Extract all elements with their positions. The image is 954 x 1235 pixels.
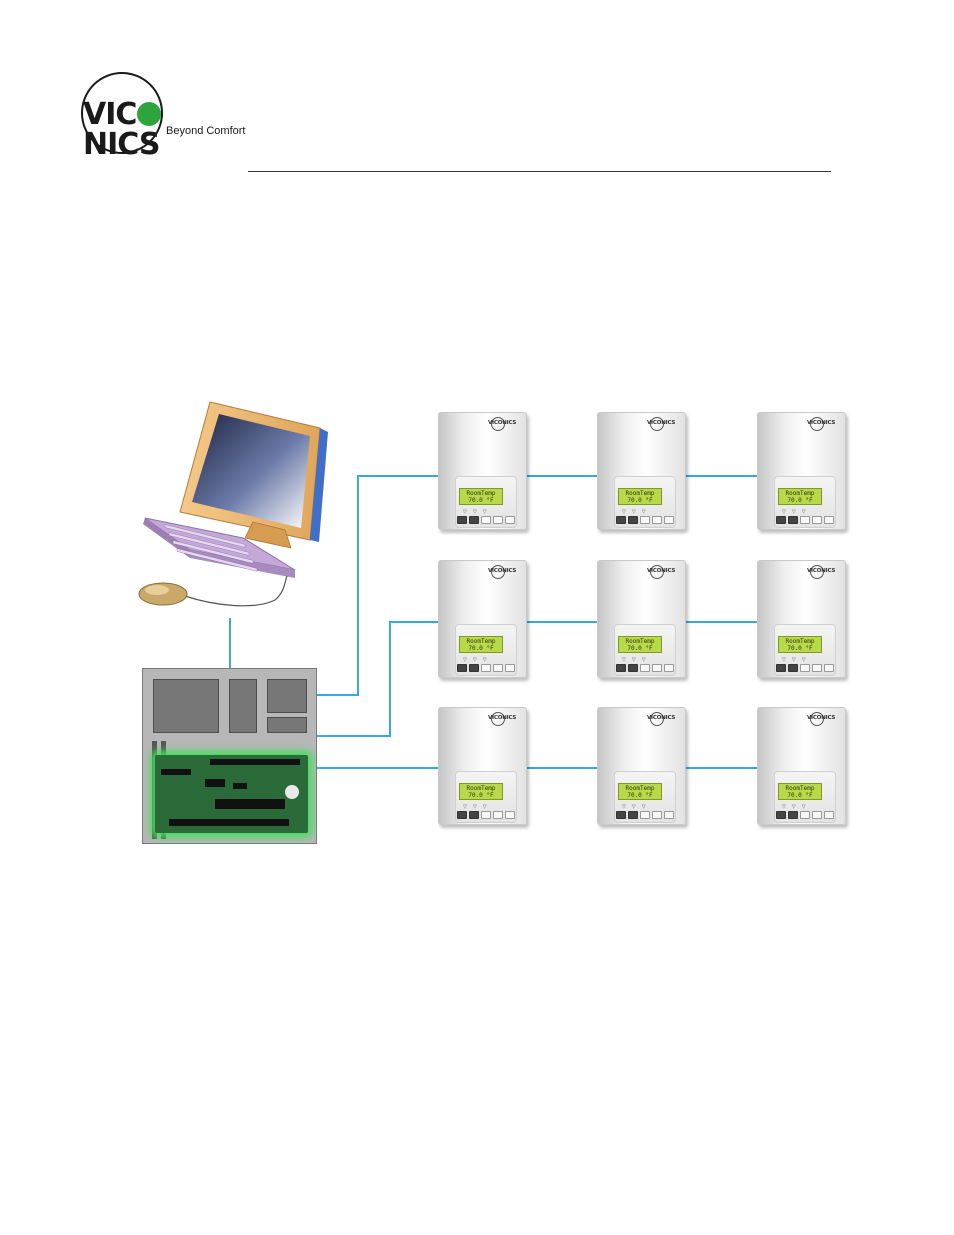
thermostat-logo-icon [810,565,824,579]
net-line-row2-c [389,621,439,623]
monitor [179,401,328,549]
net-line-row2-a [317,735,391,737]
thermostat-lcd: RoomTemp 70.0 °F [459,488,503,505]
thermostat-logo-icon [810,712,824,726]
net-line-row3 [317,767,439,769]
thermostat-buttons [457,516,517,524]
thermostat-r1c1: VICONICS RoomTemp 70.0 °F ▽▽▽ [438,412,527,530]
thermostat-r3c3: VICONICS RoomTemp 70.0 °F ▽▽▽ [757,707,846,825]
panel-block-large [153,679,219,733]
net-line-r3-c2c3 [686,767,758,769]
logo-green-dot [137,102,162,126]
pcb-chip-1 [205,779,225,787]
mouse-cable [184,575,288,607]
thermostat-leds: ▽▽▽ [463,804,493,810]
thermostat-buttons [776,811,836,819]
thermostat-buttons [457,664,517,672]
thermostat-lcd: RoomTemp 70.0 °F [778,783,822,800]
thermostat-leds: ▽▽▽ [463,509,493,515]
thermostat-brand: VICONICS [488,568,517,574]
thermostat-r1c3: VICONICS RoomTemp 70.0 °F ▽▽▽ [757,412,846,530]
net-line-row2-b [389,621,391,737]
controller-panel [142,668,317,844]
net-line-row1-c [357,475,439,477]
thermostat-lcd: RoomTemp 70.0 °F [778,488,822,505]
thermostat-leds: ▽▽▽ [463,657,493,663]
thermostat-lcd: RoomTemp 70.0 °F [778,636,822,653]
thermostat-lcd: RoomTemp 70.0 °F [459,636,503,653]
thermostat-brand: VICONICS [807,715,836,721]
thermostat-logo-icon [650,712,664,726]
thermostat-lcd: RoomTemp 70.0 °F [459,783,503,800]
pcb-relays [215,799,285,809]
panel-block-top-right [267,679,307,713]
thermostat-r2c2: VICONICS RoomTemp 70.0 °F ▽▽▽ [597,560,686,678]
thermostat-r2c1: VICONICS RoomTemp 70.0 °F ▽▽▽ [438,560,527,678]
thermostat-leds: ▽▽▽ [622,509,652,515]
thermostat-buttons [616,516,676,524]
panel-block-mid [229,679,257,733]
thermostat-lcd: RoomTemp 70.0 °F [618,783,662,800]
thermostat-brand: VICONICS [647,715,676,721]
thermostat-leds: ▽▽▽ [782,804,812,810]
thermostat-buttons [616,664,676,672]
pcb-terminal-bottom [169,819,289,826]
viconics-logo: VICNICS Beyond Comfort [78,70,245,162]
thermostat-brand: VICONICS [807,420,836,426]
thermostat-leds: ▽▽▽ [622,657,652,663]
net-line-r2-c1c2 [527,621,598,623]
pcb-terminal-left [161,769,191,775]
net-line-r1-c1c2 [527,475,598,477]
net-line-r2-c2c3 [686,621,758,623]
panel-block-bottom-right [267,717,307,733]
mouse [138,582,188,606]
panel-rail-left [152,741,157,839]
logo-wordmark: VICNICS [83,97,162,162]
thermostat-logo-icon [810,417,824,431]
thermostat-buttons [616,811,676,819]
thermostat-brand: VICONICS [488,715,517,721]
pcb-chip-2 [233,783,247,789]
thermostat-brand: VICONICS [807,568,836,574]
thermostat-buttons [776,664,836,672]
thermostat-leds: ▽▽▽ [782,657,812,663]
net-line-r1-c2c3 [686,475,758,477]
net-line-pc-to-panel [229,618,231,669]
logo-tagline: Beyond Comfort [166,125,246,137]
logo-ring [81,72,163,154]
net-line-r3-c1c2 [527,767,598,769]
thermostat-leds: ▽▽▽ [782,509,812,515]
pcb-chip-3 [285,785,299,799]
keyboard [143,517,296,578]
thermostat-brand: VICONICS [647,420,676,426]
thermostat-r1c2: VICONICS RoomTemp 70.0 °F ▽▽▽ [597,412,686,530]
net-line-row1-a [317,694,359,696]
thermostat-logo-icon [650,565,664,579]
thermostat-logo-icon [650,417,664,431]
computer-illustration [138,401,328,607]
net-line-row1-b [357,475,359,696]
thermostat-lcd: RoomTemp 70.0 °F [618,636,662,653]
thermostat-buttons [457,811,517,819]
pcb-terminal-top [210,759,300,765]
thermostat-logo-icon [491,417,505,431]
thermostat-r2c3: VICONICS RoomTemp 70.0 °F ▽▽▽ [757,560,846,678]
thermostat-brand: VICONICS [488,420,517,426]
thermostat-r3c2: VICONICS RoomTemp 70.0 °F ▽▽▽ [597,707,686,825]
thermostat-r3c1: VICONICS RoomTemp 70.0 °F ▽▽▽ [438,707,527,825]
circuit-board [155,755,308,833]
thermostat-leds: ▽▽▽ [622,804,652,810]
thermostat-logo-icon [491,712,505,726]
thermostat-logo-icon [491,565,505,579]
thermostat-buttons [776,516,836,524]
thermostat-lcd: RoomTemp 70.0 °F [618,488,662,505]
thermostat-brand: VICONICS [647,568,676,574]
header-rule [248,171,831,172]
